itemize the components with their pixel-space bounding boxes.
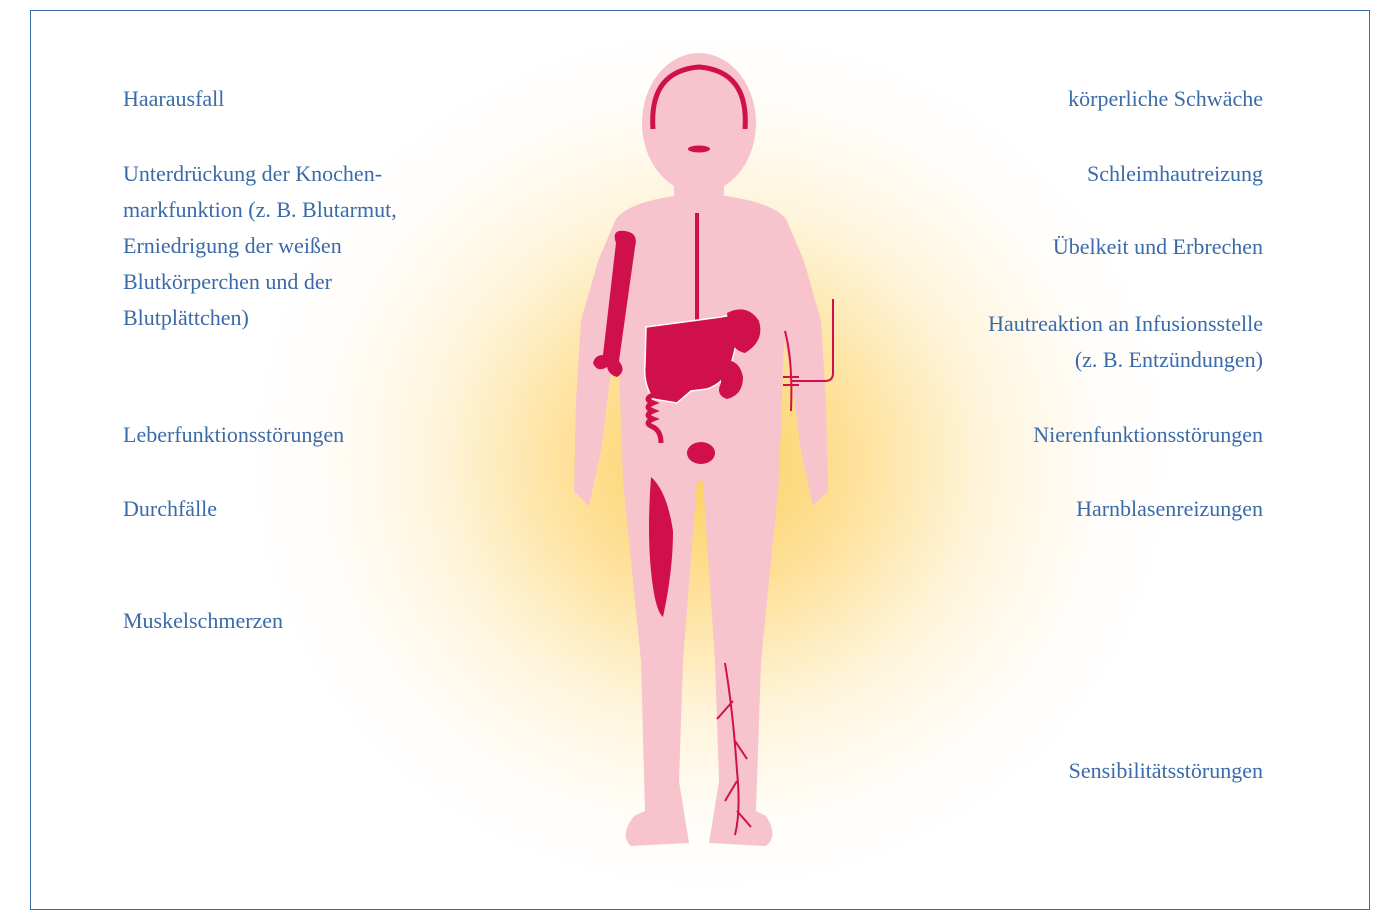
label-schleimhaut: Schleimhautreizung [1087, 156, 1263, 192]
label-sensibilitaet: Sensibilitätsstörungen [1069, 753, 1263, 789]
label-hautreaktion: Hautreaktion an Infusionsstelle (z. B. E… [988, 306, 1263, 378]
label-harnblase: Harnblasenreizungen [1076, 491, 1263, 527]
label-uebelkeit: Übelkeit und Erbrechen [1053, 229, 1263, 265]
mouth [688, 146, 710, 153]
diagram-frame: Haarausfall Unterdrückung der Knochen- m… [30, 10, 1370, 910]
bladder [687, 442, 715, 464]
label-muskelschmerzen: Muskelschmerzen [123, 603, 283, 639]
label-durchfaelle: Durchfälle [123, 491, 217, 527]
label-haarausfall: Haarausfall [123, 81, 224, 117]
label-leberfunktion: Leberfunktionsstörungen [123, 417, 344, 453]
label-nierenfunktion: Nierenfunktionsstörungen [1033, 417, 1263, 453]
label-knochenmark: Unterdrückung der Knochen- markfunktion … [123, 156, 397, 336]
label-schwaeche: körperliche Schwäche [1068, 81, 1263, 117]
esophagus [695, 213, 699, 333]
